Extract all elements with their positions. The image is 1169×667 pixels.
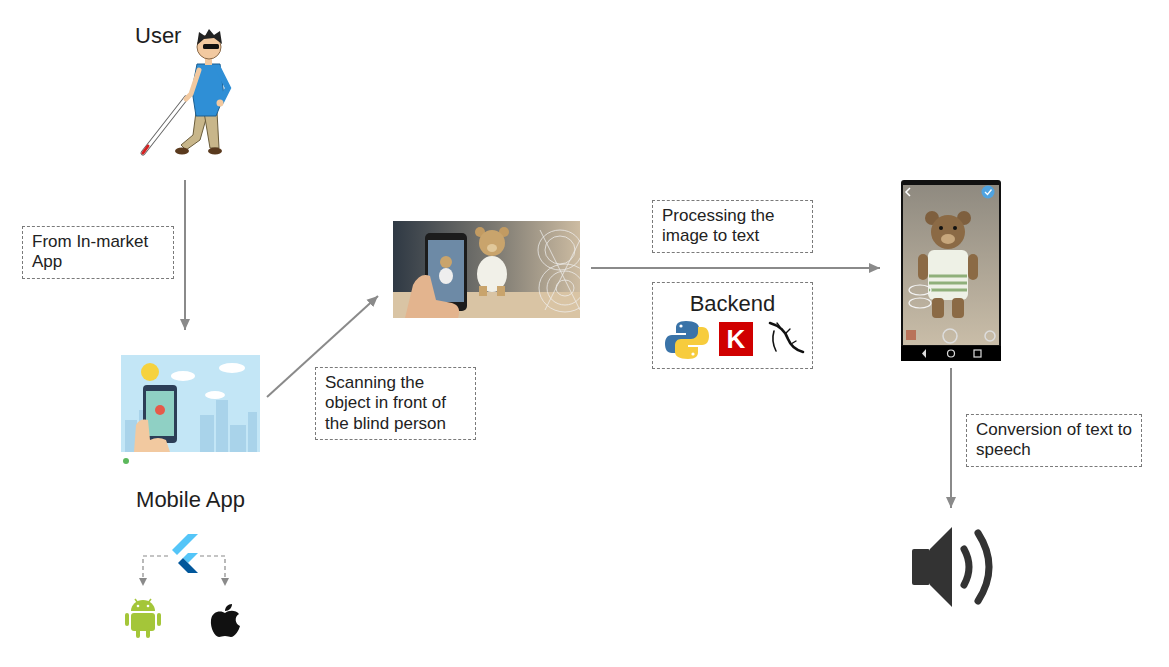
node-title: User [135, 23, 181, 49]
edge-label-box: Processing the image to text [652, 200, 813, 253]
android-logo [125, 599, 161, 638]
flow-arrow [184, 180, 186, 330]
edge-label-box: From In-market App [22, 226, 174, 279]
scanning-photo [393, 221, 580, 318]
scanning-photo [393, 221, 580, 318]
speaker-output [905, 520, 1005, 612]
flutter-logo [172, 534, 198, 573]
result-phone [901, 180, 1001, 361]
edge-label-box: Conversion of text to speech [966, 414, 1142, 467]
edge-label-box: Scanning the object in front of the blin… [315, 367, 476, 440]
flask-logo [770, 323, 803, 352]
node-title: Mobile App [136, 487, 245, 513]
flow-arrow [591, 267, 880, 269]
flow-arrow [950, 368, 952, 508]
user-figure: User [130, 18, 240, 168]
node-title: Backend [690, 291, 776, 317]
apple-logo [211, 604, 240, 637]
result-phone-screenshot [901, 180, 1001, 361]
speaker-icon [912, 527, 989, 607]
keras-logo-letter: K [719, 322, 753, 356]
mobile-app-box: Mobile App [121, 355, 260, 517]
branch-arrow [200, 556, 225, 586]
branch-arrow [143, 556, 168, 586]
mobile-app-illustration [121, 355, 260, 467]
python-logo [665, 321, 709, 359]
